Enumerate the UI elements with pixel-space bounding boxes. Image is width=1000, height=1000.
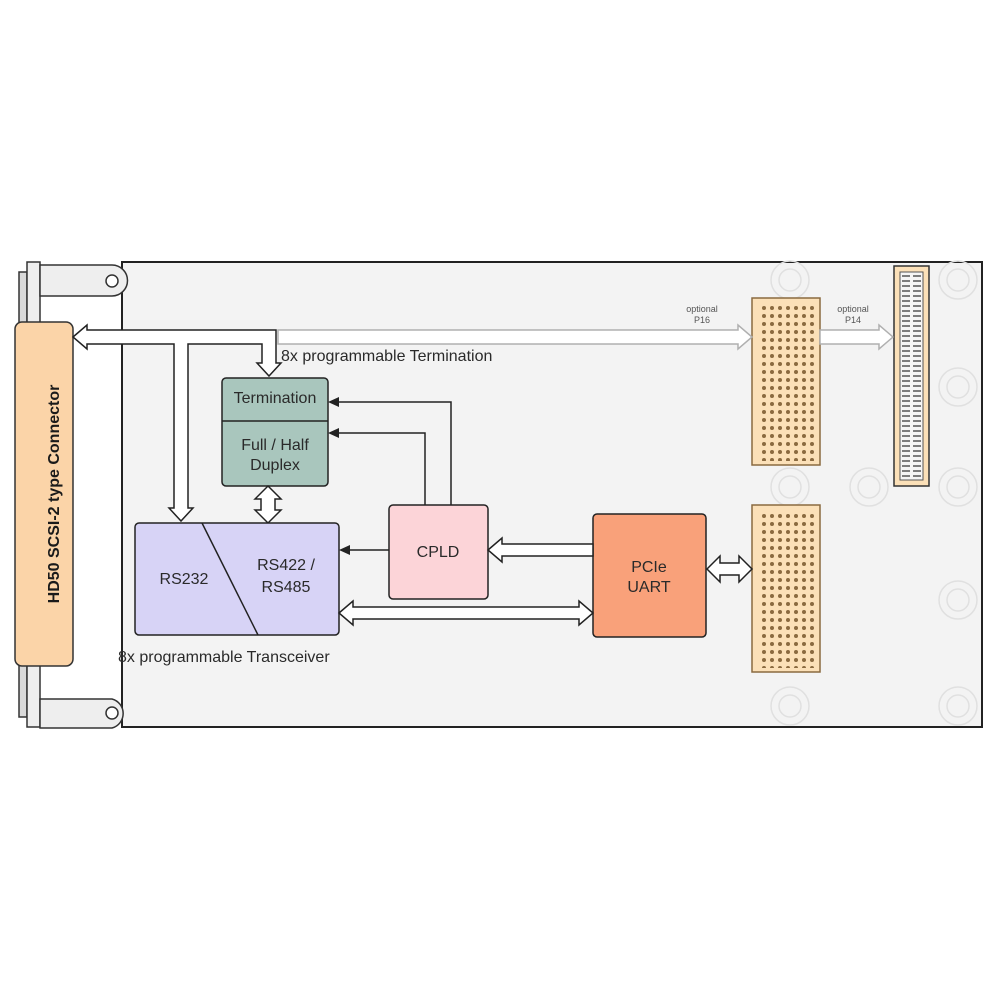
termination-note: 8x programmable Termination: [281, 348, 492, 365]
cpld-block: [388, 504, 489, 600]
pcie-cpld-arrow: [486, 536, 594, 564]
cpld-label: CPLD: [417, 544, 460, 561]
optional-p16-label-2: P16: [694, 315, 710, 325]
connector-bus-arrows: [71, 323, 283, 523]
transceiver-block: [134, 522, 340, 636]
optional-p14-label-2: P14: [845, 315, 861, 325]
optional-p14-label-1: optional: [837, 304, 869, 314]
pcie-label-line1: PCIe: [631, 559, 667, 576]
hd50-connector: [14, 321, 74, 667]
pcie-header-arrow: [705, 554, 754, 584]
pcie-header: [751, 504, 821, 673]
transceiver-pcie-arrow: [337, 599, 595, 627]
cpld-termination-arrowheads: [328, 397, 339, 438]
p16-header: [751, 297, 821, 466]
optional-p16-arrow: [277, 323, 754, 351]
rs232-label: RS232: [160, 571, 209, 588]
cpld-termination-lines: [338, 401, 452, 505]
termination-label: Termination: [234, 390, 317, 407]
duplex-label-line2: Duplex: [250, 457, 300, 474]
uart-label-line2: UART: [627, 579, 670, 596]
duplex-label-line1: Full / Half: [241, 437, 309, 454]
optional-p16-label-1: optional: [686, 304, 718, 314]
transceiver-note: 8x programmable Transceiver: [118, 649, 330, 666]
termination-block: [221, 377, 329, 487]
cpld-transceiver-arrowhead: [339, 545, 350, 555]
pcie-uart-block: [592, 513, 707, 638]
optional-p14-arrow: [819, 323, 895, 351]
p14-header: [893, 265, 930, 487]
mounting-holes: [770, 260, 978, 726]
rs485-label-line2: RS485: [262, 579, 311, 596]
rs422-label-line1: RS422 /: [257, 557, 315, 574]
hd50-connector-label: HD50 SCSI-2 type Connector: [46, 385, 63, 604]
